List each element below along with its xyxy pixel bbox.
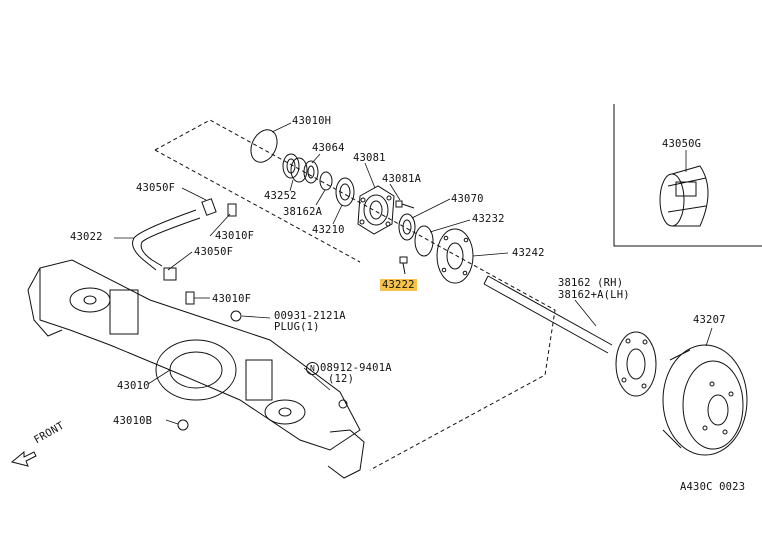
spacer-part bbox=[303, 160, 319, 184]
label-38162-lh: 38162+A(LH) bbox=[558, 289, 630, 301]
label-plug-desc: PLUG(1) bbox=[274, 321, 320, 333]
label-43210: 43210 bbox=[312, 224, 345, 236]
bearing-housing-part bbox=[357, 185, 395, 235]
stud-bolt-part bbox=[399, 256, 408, 275]
label-43010: 43010 bbox=[117, 380, 150, 392]
ring-part bbox=[319, 171, 333, 191]
seal-part bbox=[398, 213, 416, 241]
label-nut-qty: (12) bbox=[328, 373, 355, 385]
inset-frame bbox=[613, 104, 762, 247]
label-43081: 43081 bbox=[353, 152, 386, 164]
outer-bearing-part bbox=[335, 177, 355, 207]
front-arrow-icon bbox=[10, 450, 37, 467]
bolt-part bbox=[395, 200, 415, 209]
label-43081A: 43081A bbox=[382, 173, 422, 185]
brake-drum-part bbox=[662, 344, 748, 456]
label-38162-rh: 38162 (RH) bbox=[558, 277, 624, 289]
differential-case-part bbox=[659, 165, 709, 227]
label-43010F-mid: 43010F bbox=[212, 293, 252, 305]
label-43064: 43064 bbox=[312, 142, 345, 154]
label-38162A: 38162A bbox=[283, 206, 323, 218]
label-43010B: 43010B bbox=[113, 415, 153, 427]
label-43252: 43252 bbox=[264, 190, 297, 202]
o-ring-part bbox=[250, 129, 278, 163]
label-43050G: 43050G bbox=[662, 138, 702, 150]
label-43010H: 43010H bbox=[292, 115, 332, 127]
label-43022: 43022 bbox=[70, 231, 103, 243]
label-43050F-mid: 43050F bbox=[194, 246, 234, 258]
retainer-plate-part bbox=[436, 228, 474, 284]
exploded-boundary-inner bbox=[154, 149, 361, 263]
label-43222-highlighted[interactable]: 43222 bbox=[380, 279, 417, 291]
axle-housing-part bbox=[27, 259, 365, 479]
label-43242: 43242 bbox=[512, 247, 545, 259]
nut-n-marker: N bbox=[306, 362, 319, 375]
bearing-part bbox=[282, 153, 308, 183]
leader-lines bbox=[114, 122, 713, 425]
label-43232: 43232 bbox=[472, 213, 505, 225]
gasket-part bbox=[414, 225, 434, 257]
label-plug-part: 00931-2121A bbox=[274, 310, 346, 322]
label-08912: 08912-9401A bbox=[320, 362, 392, 374]
label-43070: 43070 bbox=[451, 193, 484, 205]
label-43050F-top: 43050F bbox=[136, 182, 176, 194]
axle-shaft-part bbox=[483, 275, 657, 397]
label-43010F-top: 43010F bbox=[215, 230, 255, 242]
diagram-code: A430C 0023 bbox=[680, 481, 746, 493]
exploded-boundary bbox=[154, 119, 556, 471]
label-43207: 43207 bbox=[693, 314, 726, 326]
